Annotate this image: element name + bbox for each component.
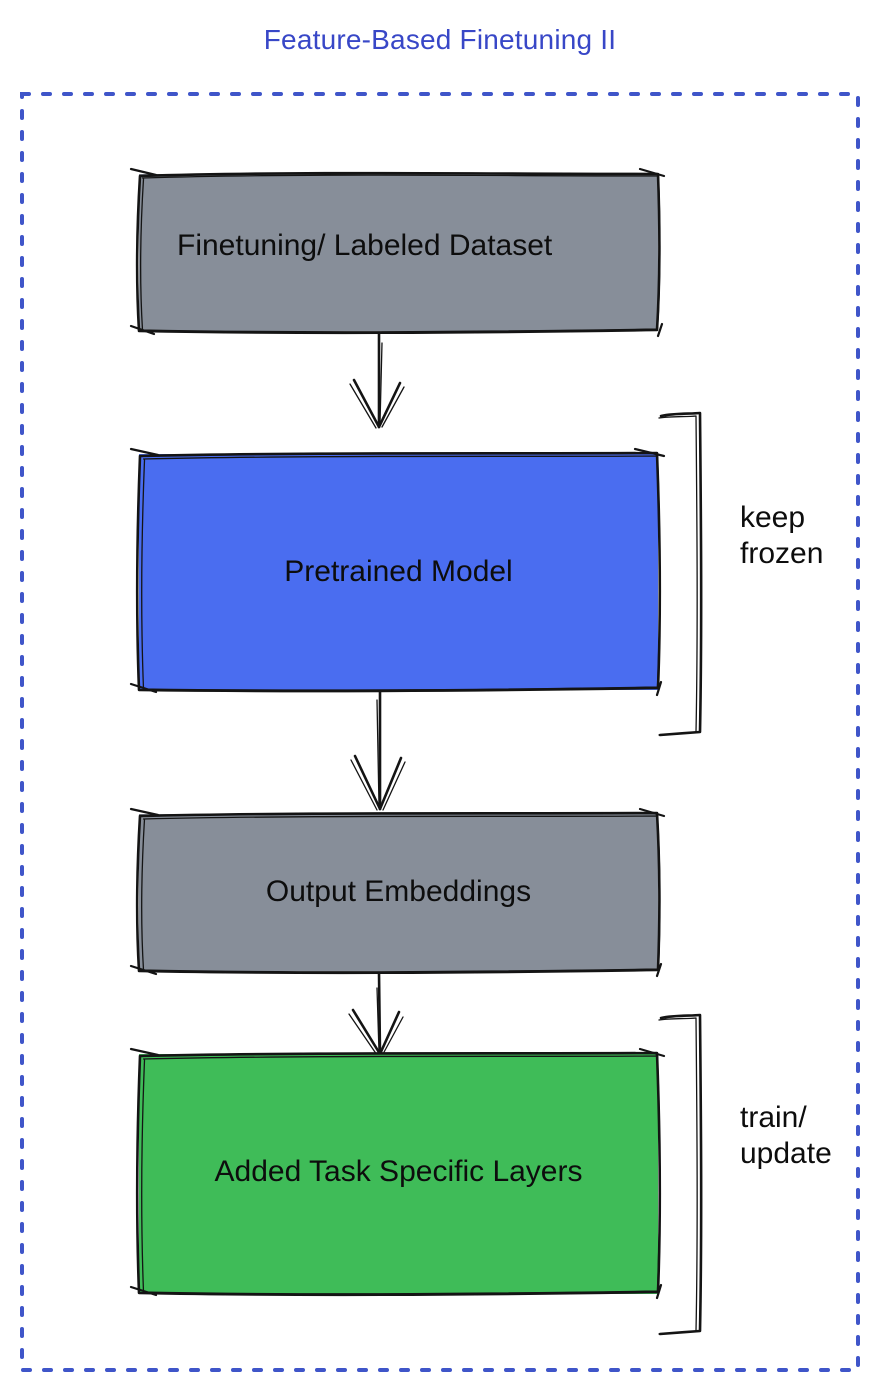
- output-embeddings-label: Output Embeddings: [265, 875, 532, 908]
- output-embeddings-box-corner-marks: [129, 807, 666, 978]
- keep-frozen-bracket: [658, 411, 703, 737]
- finetuning-dataset-box-fill: [139, 174, 658, 331]
- finetuning-dataset-box-outline-2: [140, 174, 661, 333]
- finetuning-dataset-box-outline: [135, 171, 661, 335]
- task-specific-layers-box-fill: [139, 1054, 658, 1294]
- arrow-shaft-2: [379, 342, 383, 425]
- arrow-shaft-2: [376, 699, 380, 807]
- task-specific-layers-box-corner-marks: [129, 1047, 666, 1300]
- bracket-stroke: [658, 411, 703, 737]
- finetuning-dataset-box: [129, 167, 666, 338]
- dotted-frame-border: [20, 92, 860, 1372]
- bracket-stroke-2: [658, 1017, 698, 1335]
- pretrained-model-box: [129, 447, 666, 697]
- task-specific-layers-box-outline-2: [141, 1055, 661, 1295]
- pretrained-model-box-outline: [135, 451, 662, 693]
- finetuning-dataset-box-corner-marks: [129, 167, 666, 338]
- output-embeddings-box: [129, 807, 666, 978]
- arrow-head: [353, 754, 403, 811]
- arrow-shaft-2: [376, 987, 380, 1053]
- train-update-label: train/ update: [740, 1101, 832, 1170]
- arrow-head: [351, 1008, 401, 1056]
- pretrained-model-box-outline-2: [141, 455, 661, 691]
- bracket-stroke: [658, 1013, 703, 1336]
- output-embeddings-box-fill: [139, 814, 658, 971]
- arrow-head-2: [350, 759, 406, 811]
- arrow-down-2: [350, 690, 406, 811]
- arrow-down-3: [348, 971, 404, 1056]
- pretrained-model-box-fill: [139, 454, 658, 690]
- arrow-down-1: [349, 331, 405, 429]
- bracket-stroke-2: [658, 415, 698, 736]
- pretrained-model-label: Pretrained Model: [284, 555, 513, 588]
- arrow-head: [352, 378, 402, 429]
- arrow-head-2: [348, 1013, 404, 1056]
- pretrained-model-box-corner-marks: [129, 447, 666, 697]
- task-specific-layers-box: [129, 1047, 666, 1300]
- arrow-head-2: [349, 383, 405, 429]
- diagram-title: Feature-Based Finetuning II: [263, 24, 617, 55]
- keep-frozen-label: keep frozen: [740, 501, 824, 570]
- task-specific-layers-label: Added Task Specific Layers: [214, 1155, 583, 1188]
- train-update-bracket: [658, 1013, 703, 1336]
- finetuning-dataset-label: Finetuning/ Labeled Dataset: [177, 229, 553, 262]
- arrow-shaft: [377, 971, 382, 1056]
